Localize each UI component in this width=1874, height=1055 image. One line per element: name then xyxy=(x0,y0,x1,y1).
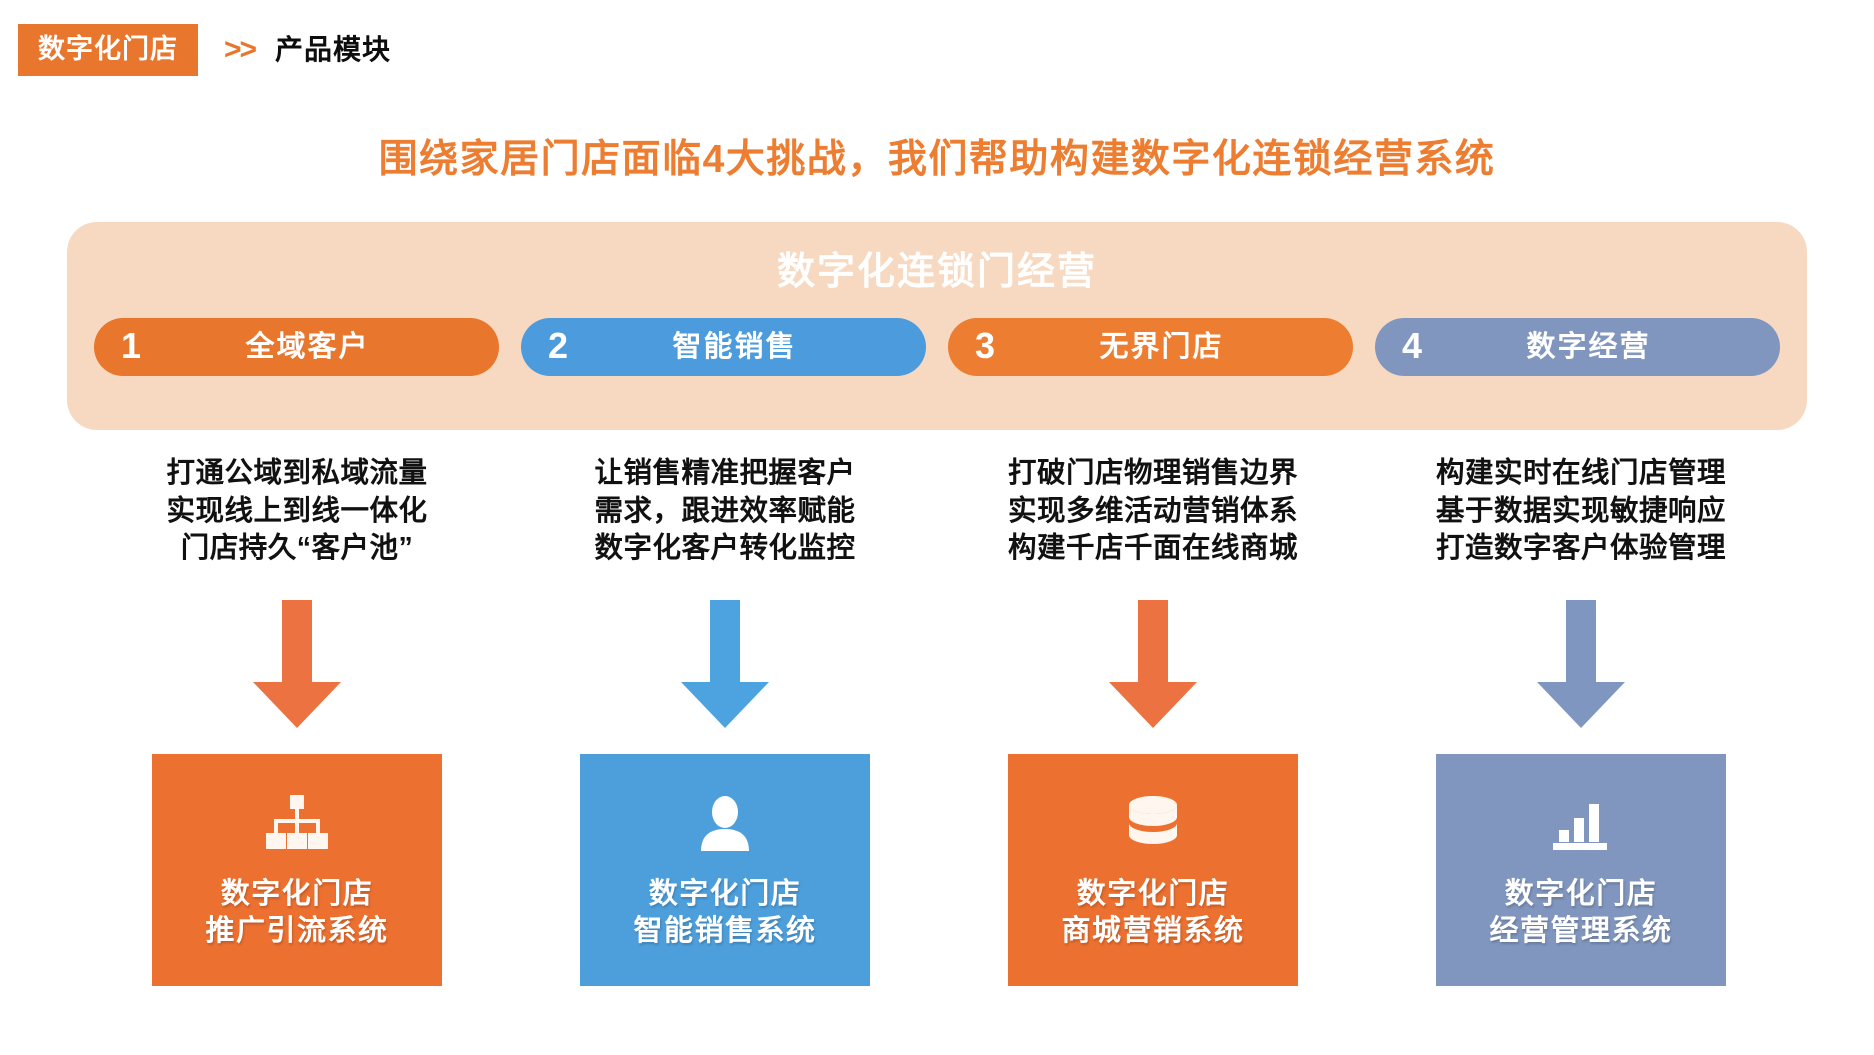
breadcrumb: 数字化门店 >> 产品模块 xyxy=(18,22,391,78)
description-line: 实现线上到线一体化 xyxy=(166,494,428,527)
pill-number: 3 xyxy=(974,325,996,366)
system-card-1[interactable]: 数字化门店 推广引流系统 xyxy=(152,753,442,986)
card-label: 数字化门店 推广引流系统 xyxy=(205,876,388,950)
description-line: 基于数据实现敏捷响应 xyxy=(1435,494,1726,527)
column-description: 让销售精准把握客户 需求，跟进效率赋能 数字化客户转化监控 xyxy=(594,455,855,568)
banner-title: 数字化连锁门经营 xyxy=(776,251,1097,293)
description-line: 门店持久“客户池” xyxy=(180,532,414,565)
pill-item-3[interactable]: 3 无界门店 xyxy=(948,318,1353,376)
description-line: 构建千店千面在线商城 xyxy=(1007,532,1298,565)
pill-row: 1 全域客户 2 智能销售 3 无界门店 4 数字经营 xyxy=(94,318,1780,376)
pill-label: 全域客户 xyxy=(245,330,370,363)
down-arrow-icon xyxy=(681,599,769,728)
column-2: 让销售精准把握客户 需求，跟进效率赋能 数字化客户转化监控 数字化门店 智能销售… xyxy=(522,455,928,986)
card-label-line: 数字化门店 xyxy=(1504,877,1658,910)
page-title: 围绕家居门店面临4大挑战，我们帮助构建数字化连锁经营系统 xyxy=(378,138,1496,181)
pill-number: 1 xyxy=(120,325,142,366)
pill-label: 数字经营 xyxy=(1526,330,1651,363)
banner-panel: 数字化连锁门经营 1 全域客户 2 智能销售 3 无界门店 4 数字经营 xyxy=(67,222,1807,430)
pill-item-4[interactable]: 4 数字经营 xyxy=(1375,318,1780,376)
user-icon xyxy=(699,790,751,856)
card-label-line: 商城营销系统 xyxy=(1061,914,1245,947)
card-label: 数字化门店 商城营销系统 xyxy=(1061,876,1244,950)
database-icon xyxy=(1124,790,1182,856)
description-line: 打造数字客户体验管理 xyxy=(1435,532,1726,565)
system-card-4[interactable]: 数字化门店 经营管理系统 xyxy=(1436,753,1726,986)
description-line: 实现多维活动营销体系 xyxy=(1007,494,1298,527)
card-label-line: 经营管理系统 xyxy=(1489,914,1673,947)
card-label-line: 智能销售系统 xyxy=(633,914,817,947)
description-line: 打通公域到私域流量 xyxy=(166,457,428,489)
description-line: 打破门店物理销售边界 xyxy=(1007,457,1298,489)
pill-number: 4 xyxy=(1401,325,1423,366)
description-line: 构建实时在线门店管理 xyxy=(1435,457,1726,489)
column-1: 打通公域到私域流量 实现线上到线一体化 门店持久“客户池” xyxy=(94,455,500,986)
card-label: 数字化门店 经营管理系统 xyxy=(1489,876,1672,950)
description-line: 数字化客户转化监控 xyxy=(594,532,856,565)
card-label: 数字化门店 智能销售系统 xyxy=(633,876,816,950)
column-3: 打破门店物理销售边界 实现多维活动营销体系 构建千店千面在线商城 数字化门店 商… xyxy=(950,455,1356,986)
breadcrumb-badge[interactable]: 数字化门店 xyxy=(18,24,198,76)
pill-label: 无界门店 xyxy=(1099,330,1224,363)
bar-chart-icon xyxy=(1551,790,1611,856)
description-line: 让销售精准把握客户 xyxy=(594,457,856,489)
column-description: 打破门店物理销售边界 实现多维活动营销体系 构建千店千面在线商城 xyxy=(1008,455,1298,568)
card-label-line: 数字化门店 xyxy=(648,877,802,910)
down-arrow-icon xyxy=(1109,599,1197,728)
down-arrow-icon xyxy=(1537,599,1625,728)
pill-number: 2 xyxy=(547,325,569,366)
system-card-2[interactable]: 数字化门店 智能销售系统 xyxy=(580,753,870,986)
columns-container: 打通公域到私域流量 实现线上到线一体化 门店持久“客户池” xyxy=(94,455,1784,986)
card-label-line: 推广引流系统 xyxy=(205,914,389,947)
column-4: 构建实时在线门店管理 基于数据实现敏捷响应 打造数字客户体验管理 数字化门店 经… xyxy=(1378,455,1784,986)
description-line: 需求，跟进效率赋能 xyxy=(594,494,856,527)
pill-label: 智能销售 xyxy=(672,330,797,363)
system-card-3[interactable]: 数字化门店 商城营销系统 xyxy=(1008,753,1298,986)
card-label-line: 数字化门店 xyxy=(220,877,374,910)
breadcrumb-current: 产品模块 xyxy=(275,34,392,65)
column-description: 构建实时在线门店管理 基于数据实现敏捷响应 打造数字客户体验管理 xyxy=(1436,455,1726,568)
breadcrumb-separator-icon: >> xyxy=(224,33,257,66)
card-label-line: 数字化门店 xyxy=(1076,877,1230,910)
column-description: 打通公域到私域流量 实现线上到线一体化 门店持久“客户池” xyxy=(166,455,427,568)
pill-item-2[interactable]: 2 智能销售 xyxy=(521,318,926,376)
pill-item-1[interactable]: 1 全域客户 xyxy=(94,318,499,376)
down-arrow-icon xyxy=(253,599,341,728)
hierarchy-icon xyxy=(266,790,328,856)
